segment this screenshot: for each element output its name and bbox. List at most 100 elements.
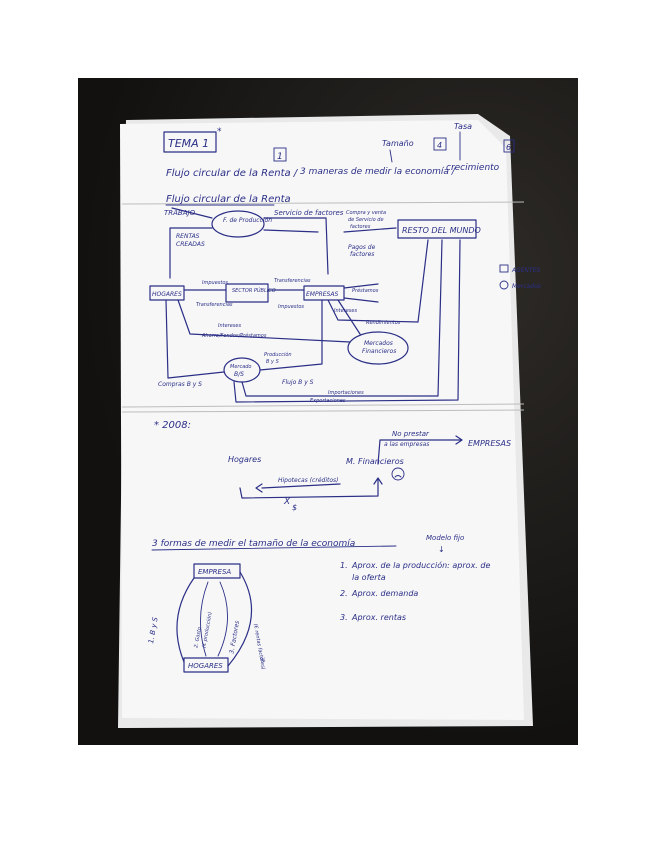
legend-square <box>499 264 509 273</box>
arrow-intereses <box>337 299 361 335</box>
measure-2-text: Aprox. demanda <box>351 589 418 598</box>
tema-box <box>163 131 217 153</box>
factor-produccion-oval <box>211 210 265 238</box>
measure-2-number: 2. <box>340 589 348 598</box>
arrow-import-export <box>241 239 443 397</box>
crisis-empresas: EMPRESAS <box>468 439 511 448</box>
label-impuestos-2: Impuestos <box>278 304 304 310</box>
measure-1-number: 1. <box>340 561 348 570</box>
tema-title: TEMA 1 <box>168 137 209 150</box>
sector-publico-box <box>225 283 269 303</box>
measures-hogares: HOGARES <box>188 662 223 670</box>
label-mercado-2: B/S <box>234 371 244 378</box>
measures-pct: % <box>260 657 266 664</box>
num-4: 4 <box>437 141 442 150</box>
label-resto-mundo: RESTO DEL MUNDO <box>402 226 481 235</box>
measures-arc-right <box>227 571 253 667</box>
measure-1-text-a: Aprox. de la producción: aprox. de <box>351 560 490 570</box>
label-rendimientos: Rendimientos <box>366 320 401 326</box>
label-tasa: Tasa <box>454 122 472 131</box>
arrow-trabajo <box>171 207 213 219</box>
flow-heading: Flujo circular de la Renta <box>166 194 291 205</box>
legend-mercados: Mercados <box>512 283 541 290</box>
label-mercados-fin-1: Mercados <box>364 340 393 347</box>
measure-3-number: 3. <box>340 613 348 622</box>
crisis-hipotecas: Hipotecas (créditos) <box>278 477 338 484</box>
label-compra-venta-2: de Servicio de <box>348 217 384 223</box>
empresas-box <box>303 285 345 301</box>
label-f-produccion: F. de Producción <box>223 217 272 224</box>
label-trabajo: TRABAJO <box>164 209 196 217</box>
fold-line-3 <box>121 409 525 413</box>
measures-underline <box>151 545 397 551</box>
label-servicio-factores: Servicio de factores <box>274 209 344 217</box>
num-box-6 <box>503 139 515 153</box>
measures-empresa-box <box>193 563 241 579</box>
paper-sheet <box>120 120 524 720</box>
crisis-hogares: Hogares <box>228 455 261 464</box>
subtitle-a: Flujo circular de la Renta / <box>166 168 299 179</box>
measures-arc-left <box>176 577 195 663</box>
label-empresas: EMPRESAS <box>306 291 338 298</box>
label-ahorro-1: Intereses <box>218 323 241 329</box>
label-mercados-fin-2: Financieros <box>362 348 396 355</box>
arrow-prestamos <box>343 283 379 303</box>
arrow-ahorro <box>177 299 351 343</box>
sad-face-mouth <box>394 475 402 478</box>
label-transferencias-2: Transferencias <box>274 278 311 284</box>
arrow-pagos <box>263 227 397 233</box>
arrow-rendimientos <box>327 239 429 323</box>
label-prestamos: Préstamos <box>352 287 379 294</box>
crisis-year: * 2008: <box>154 420 191 431</box>
num-1: 1 <box>277 152 283 162</box>
resto-mundo-box <box>397 219 477 239</box>
label-compra-venta-1: Compra y venta <box>346 210 386 216</box>
crisis-arrow-empresas <box>377 435 463 465</box>
measure-3-text: Aprox. rentas <box>351 613 406 622</box>
label-produccion-1: Producción <box>264 351 292 358</box>
label-flujo-bys: Flujo B y S <box>282 379 314 386</box>
label-produccion-2: B y S <box>266 359 280 365</box>
label-importaciones: Importaciones <box>328 390 364 396</box>
legend-agentes: AGENTES <box>511 267 540 274</box>
label-tamano: Tamaño <box>382 139 414 148</box>
label-rentas-1: RENTAS <box>176 233 200 240</box>
measures-hogares-box <box>183 657 229 673</box>
arrow-flujo <box>233 239 461 403</box>
label-compra-venta-3: factores <box>350 224 371 230</box>
sad-face-icon <box>391 467 405 481</box>
measure-1-text-b: la oferta <box>352 573 386 582</box>
header-arrows <box>389 131 461 163</box>
label-transferencias-1: Transferencias <box>196 302 233 308</box>
measures-gasto-1: 2. Gasto <box>193 627 203 649</box>
crisis-arrow-return <box>239 477 383 499</box>
crisis-m-financieros: M. Financieros <box>346 457 404 466</box>
label-rentas-2: CREADAS <box>176 241 205 248</box>
label-pagos-2: factores <box>350 251 374 258</box>
legend-circle <box>499 280 509 290</box>
num-6: 6 <box>506 143 511 152</box>
num-box-1 <box>273 147 287 162</box>
arrow-rentas <box>169 227 213 279</box>
num-box-4 <box>433 137 447 151</box>
measures-heading: 3 formas de medir el tamaño de la econom… <box>152 539 355 549</box>
hogares-box <box>149 285 185 301</box>
photo-background: TEMA 1 * 1 Tamaño 4 Tasa 6 Flujo circula… <box>78 78 578 745</box>
arrow-produccion <box>259 299 323 371</box>
crisis-no-prestar-1: No prestar <box>392 430 430 438</box>
arrow-servicio <box>263 217 329 275</box>
subtitle-b: 3 maneras de medir la economía / <box>300 167 456 177</box>
arrow-compras <box>165 299 225 379</box>
subtitle-c: crecimiento <box>446 163 500 173</box>
label-mercado-1: Mercado <box>230 364 252 370</box>
fold-line-2 <box>121 403 525 408</box>
measures-empresa: EMPRESA <box>198 568 231 576</box>
label-sector-publico: SECTOR PÚBLICO <box>232 287 276 294</box>
crisis-no-prestar-2: a las empresas <box>384 441 429 448</box>
crisis-dollar: $ <box>292 503 297 512</box>
crisis-arrow-hipotecas <box>255 483 341 493</box>
fold-line-1 <box>121 201 525 205</box>
measures-note-arrow: ↓ <box>438 545 445 554</box>
label-pagos-1: Pagos de <box>348 244 376 251</box>
label-compras: Compras B y S <box>158 381 202 388</box>
